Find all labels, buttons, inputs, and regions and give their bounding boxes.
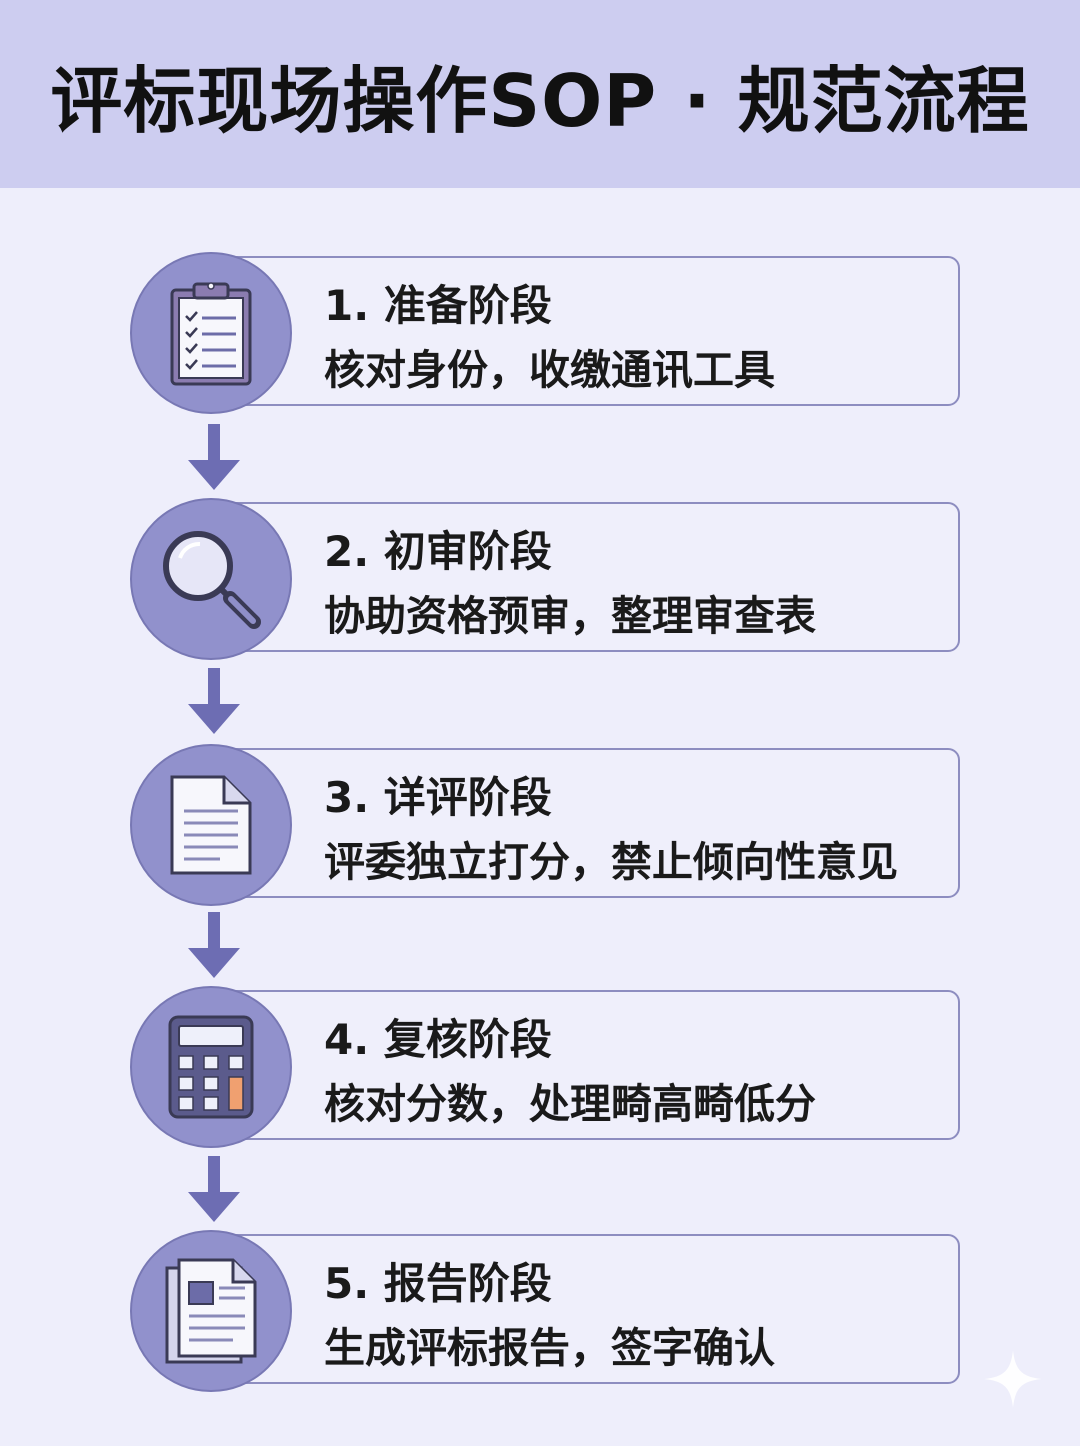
step-card: [212, 1234, 960, 1384]
step-1: 1. 准备阶段 核对身份，收缴通讯工具: [130, 252, 964, 414]
report-icon: [165, 1258, 257, 1364]
down-arrow-icon: [188, 424, 240, 490]
step-card: [212, 990, 960, 1140]
step-description: 生成评标报告，签字确认: [324, 1324, 775, 1372]
down-arrow-icon: [188, 912, 240, 978]
clipboard-checklist-icon: [170, 282, 252, 386]
step-title: 2. 初审阶段: [324, 527, 552, 576]
step-4: 4. 复核阶段 核对分数，处理畸高畸低分: [130, 986, 964, 1148]
document-icon: [170, 775, 252, 875]
step-icon-circle: [130, 744, 292, 906]
step-3: 3. 详评阶段 评委独立打分，禁止倾向性意见: [130, 744, 964, 906]
step-card: [212, 748, 960, 898]
step-icon-circle: [130, 252, 292, 414]
step-icon-circle: [130, 498, 292, 660]
step-title: 1. 准备阶段: [324, 281, 552, 330]
step-description: 核对身份，收缴通讯工具: [324, 346, 775, 394]
step-description: 评委独立打分，禁止倾向性意见: [324, 838, 898, 886]
sparkle-icon: [984, 1350, 1042, 1408]
step-icon-circle: [130, 1230, 292, 1392]
page-title: 评标现场操作SOP · 规范流程: [50, 58, 1030, 143]
down-arrow-icon: [188, 1156, 240, 1222]
step-icon-circle: [130, 986, 292, 1148]
magnifier-icon: [163, 531, 261, 629]
step-card: [212, 256, 960, 406]
step-description: 核对分数，处理畸高畸低分: [324, 1080, 816, 1128]
step-title: 5. 报告阶段: [324, 1259, 552, 1308]
step-title: 3. 详评阶段: [324, 773, 552, 822]
step-description: 协助资格预审，整理审查表: [324, 592, 816, 640]
step-2: 2. 初审阶段 协助资格预审，整理审查表: [130, 498, 964, 660]
step-5: 5. 报告阶段 生成评标报告，签字确认: [130, 1230, 964, 1392]
step-title: 4. 复核阶段: [324, 1015, 552, 1064]
calculator-icon: [168, 1015, 254, 1119]
down-arrow-icon: [188, 668, 240, 734]
header-banner: 评标现场操作SOP · 规范流程: [0, 0, 1080, 188]
